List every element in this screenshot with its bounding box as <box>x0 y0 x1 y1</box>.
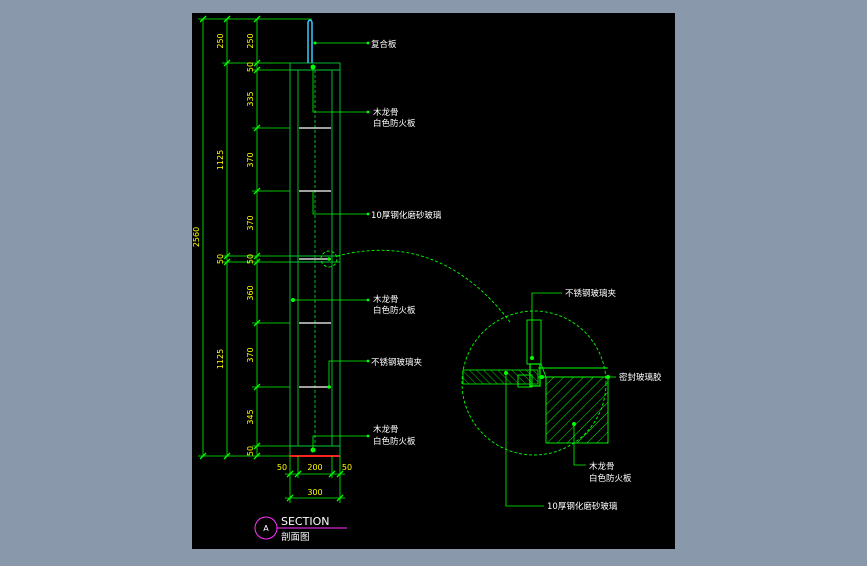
label-wood-keel-2: 木龙骨 <box>373 294 399 305</box>
label-fire-board-2: 白色防火板 <box>373 305 416 316</box>
label-fire-board-1: 白色防火板 <box>373 118 416 129</box>
dim-outer-mid: 50 <box>216 254 225 264</box>
dim-outer-top: 250 <box>216 33 225 48</box>
outer-dimension-chain <box>198 15 312 460</box>
label-composite-board: 复合板 <box>371 39 397 50</box>
dim-inner-335: 335 <box>246 91 255 106</box>
bottom-dimension-chain <box>285 456 345 503</box>
label-tempered-glass: 10厚钢化磨砂玻璃 <box>371 210 442 221</box>
dim-inner-50c: 50 <box>246 446 255 456</box>
label-fire-board-3: 白色防火板 <box>373 436 416 447</box>
drawing-paper <box>192 13 675 549</box>
section-tag: A <box>263 524 269 533</box>
dim-bottom-mid: 200 <box>307 463 322 472</box>
dim-inner-top: 250 <box>246 33 255 48</box>
glass-panels <box>299 127 331 388</box>
dim-total: 2560 <box>192 227 201 247</box>
dim-bottom-total: 300 <box>307 488 322 497</box>
detail-wood-keel: 木龙骨 <box>589 461 615 472</box>
dim-bottom-right: 50 <box>342 463 352 472</box>
dim-inner-360: 360 <box>246 285 255 300</box>
detail-sealant: 密封玻璃胶 <box>619 372 662 383</box>
section-title: A SECTION 剖面图 <box>254 515 347 543</box>
leader-lines <box>293 42 368 450</box>
section-title-main: SECTION <box>281 515 329 528</box>
label-ss-clip: 不锈钢玻璃夹 <box>371 357 423 368</box>
section-profile <box>289 62 341 457</box>
detail-glass: 10厚钢化磨砂玻璃 <box>547 501 618 512</box>
dim-outer-upper: 1125 <box>216 150 225 170</box>
dim-inner-50b: 50 <box>246 254 255 264</box>
composite-board-profile <box>307 19 313 63</box>
detail-ss-clip: 不锈钢玻璃夹 <box>565 288 617 299</box>
dim-inner-370a: 370 <box>246 152 255 167</box>
dim-inner-370c: 370 <box>246 347 255 362</box>
label-wood-keel-1: 木龙骨 <box>373 107 399 118</box>
detail-section <box>462 319 610 444</box>
section-title-sub: 剖面图 <box>281 531 310 543</box>
dim-inner-370b: 370 <box>246 215 255 230</box>
dim-bottom-left: 50 <box>277 463 287 472</box>
dim-inner-50a: 50 <box>246 62 255 72</box>
dim-inner-345: 345 <box>246 409 255 424</box>
label-wood-keel-3: 木龙骨 <box>373 424 399 435</box>
detail-fire-board: 白色防火板 <box>589 473 632 484</box>
detail-leaders <box>505 292 616 507</box>
dim-outer-lower: 1125 <box>216 349 225 369</box>
